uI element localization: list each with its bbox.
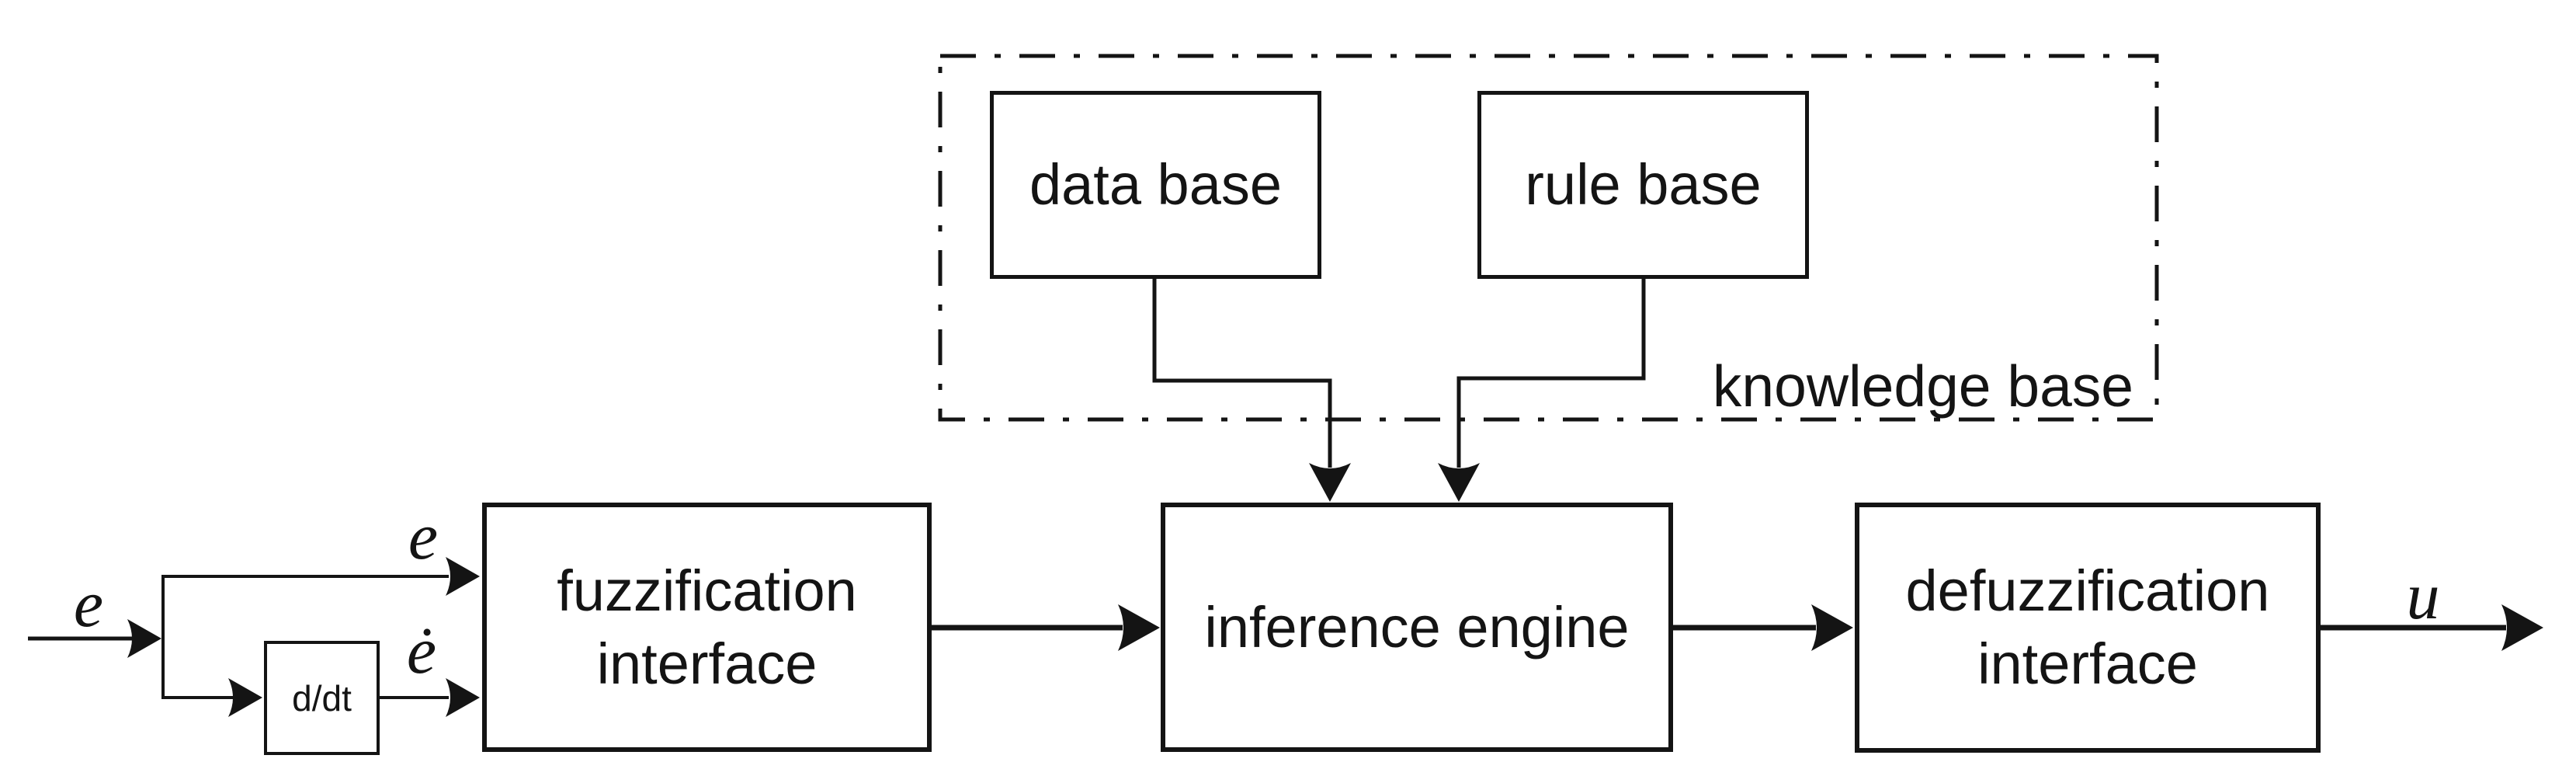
data-base-label: data base — [1029, 152, 1283, 217]
database-to-inference-connector — [1152, 277, 1332, 468]
derivative-label: d/dt — [292, 677, 352, 719]
rulebase-arrowhead-icon — [1438, 463, 1480, 502]
defuzzification-interface-block: defuzzification interface — [1855, 503, 2321, 753]
rule-base-block: rule base — [1477, 91, 1809, 279]
fuzz-to-inference-arrowhead-icon — [1118, 604, 1160, 651]
derivative-out-arrowhead-icon — [446, 678, 480, 717]
error-arrowhead-icon — [446, 557, 480, 596]
input-signal-label: e — [73, 566, 104, 641]
inference-engine-block: inference engine — [1161, 503, 1673, 752]
output-arrowhead-icon — [2501, 604, 2543, 651]
defuzzification-label-line1: defuzzification — [1905, 559, 2270, 623]
error-rate-signal-label: ė — [406, 613, 437, 687]
error-signal-label: e — [408, 499, 439, 573]
knowledge-base-caption: knowledge base — [1712, 353, 2133, 419]
derivative-block: d/dt — [264, 641, 380, 755]
database-arrowhead-icon — [1309, 463, 1351, 502]
fuzzification-interface-block: fuzzification interface — [482, 503, 932, 752]
input-arrowhead-icon — [127, 619, 161, 658]
fuzzification-label-line2: interface — [596, 631, 818, 696]
output-signal-label: u — [2406, 559, 2440, 633]
to-derivative-arrowhead-icon — [228, 678, 262, 717]
rule-base-label: rule base — [1525, 152, 1762, 217]
defuzzification-label: defuzzification interface — [1906, 555, 2270, 701]
rulebase-to-inference-connector — [1456, 277, 1646, 468]
defuzzification-label-line2: interface — [1977, 632, 2198, 696]
inference-engine-label: inference engine — [1204, 594, 1630, 659]
inference-to-defuzz-arrowhead-icon — [1811, 604, 1853, 651]
fuzzification-label: fuzzification interface — [557, 555, 857, 701]
data-base-block: data base — [990, 91, 1321, 279]
fuzzification-label-line1: fuzzification — [557, 558, 857, 623]
